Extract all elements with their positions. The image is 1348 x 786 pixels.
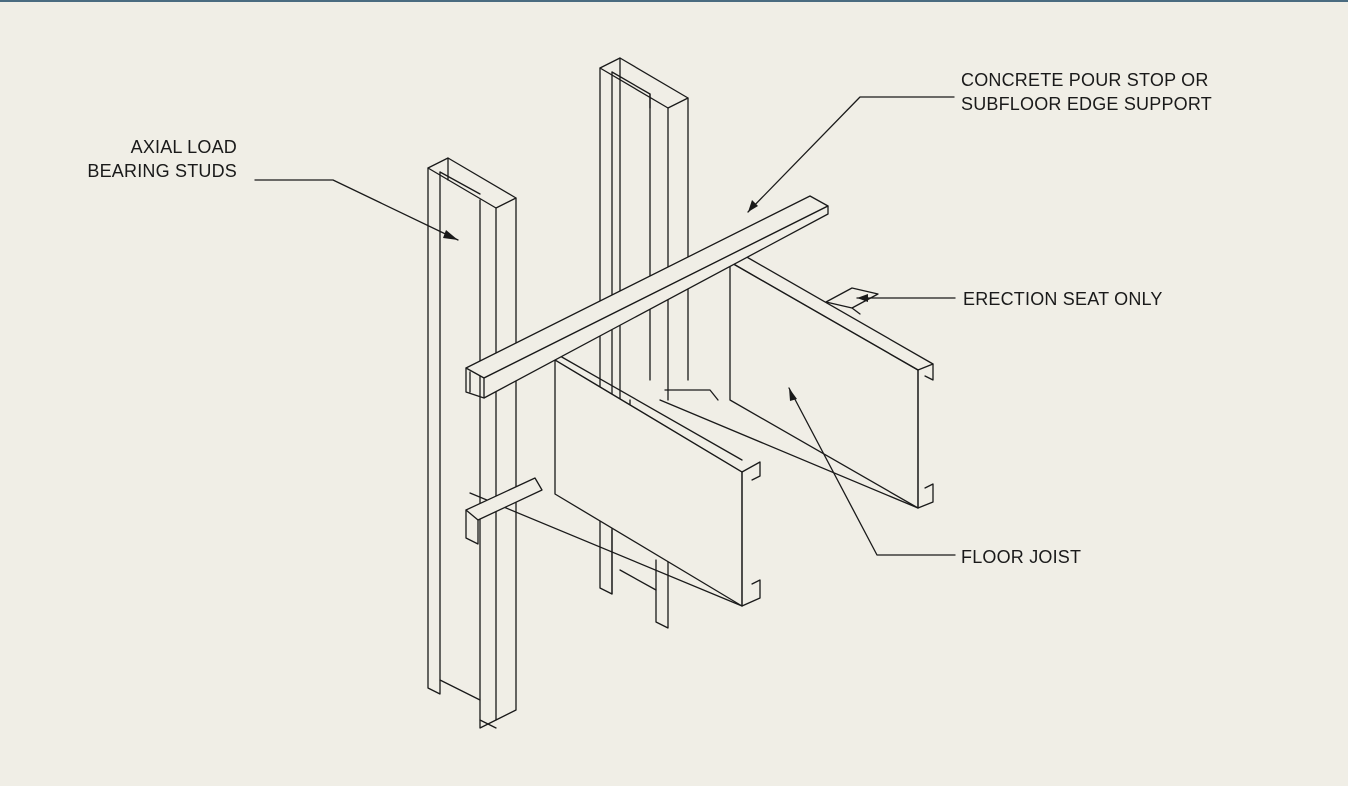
pour-stop-angle xyxy=(465,195,829,399)
leader-joist xyxy=(788,387,956,556)
front-floor-joist xyxy=(469,355,761,607)
label-concrete-pour-stop: CONCRETE POUR STOP OR SUBFLOOR EDGE SUPP… xyxy=(961,68,1212,116)
rear-floor-joist xyxy=(659,255,934,509)
leader-erection xyxy=(856,294,956,302)
label-floor-joist: FLOOR JOIST xyxy=(961,547,1082,567)
label-concrete-line-2: SUBFLOOR EDGE SUPPORT xyxy=(961,94,1212,114)
label-axial-load-bearing-studs: AXIAL LOAD BEARING STUDS xyxy=(87,135,237,183)
label-concrete-line-1: CONCRETE POUR STOP OR xyxy=(961,70,1209,90)
erection-seat xyxy=(825,287,879,315)
rear-stud xyxy=(599,57,689,629)
lower-clip-angle xyxy=(465,477,543,545)
leader-axial xyxy=(254,179,459,241)
label-axial-line-2: BEARING STUDS xyxy=(87,161,237,181)
top-rule xyxy=(0,0,1348,2)
leader-concrete xyxy=(747,96,955,213)
label-axial-line-1: AXIAL LOAD xyxy=(130,137,237,157)
front-stud xyxy=(427,157,517,729)
label-erection-seat: ERECTION SEAT ONLY xyxy=(963,289,1163,309)
